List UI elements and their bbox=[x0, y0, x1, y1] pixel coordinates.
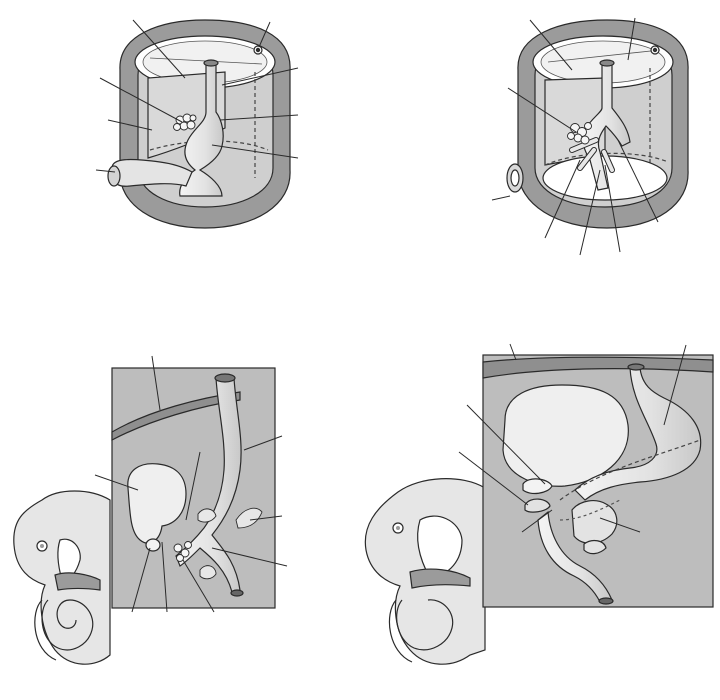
panel-top-right bbox=[491, 17, 689, 256]
stomach bbox=[574, 367, 702, 501]
panel-top-left bbox=[95, 19, 299, 229]
gut-tube bbox=[179, 64, 224, 197]
leader-lines-top-left bbox=[95, 19, 299, 173]
leader-lines-bottom-left bbox=[94, 355, 288, 613]
leader-lines-bottom-right bbox=[458, 343, 687, 533]
stomach-tube bbox=[175, 377, 242, 593]
pancreas-bud bbox=[197, 507, 263, 580]
panel-bottom-right bbox=[364, 343, 714, 665]
liver-lobe bbox=[127, 463, 187, 544]
leader-lines-top-right bbox=[491, 17, 659, 256]
panel-bottom-left bbox=[13, 355, 288, 665]
liver-bud-cluster bbox=[173, 113, 197, 131]
pharyngeal-gut bbox=[111, 158, 193, 187]
liver-bud-cluster bbox=[567, 122, 592, 145]
